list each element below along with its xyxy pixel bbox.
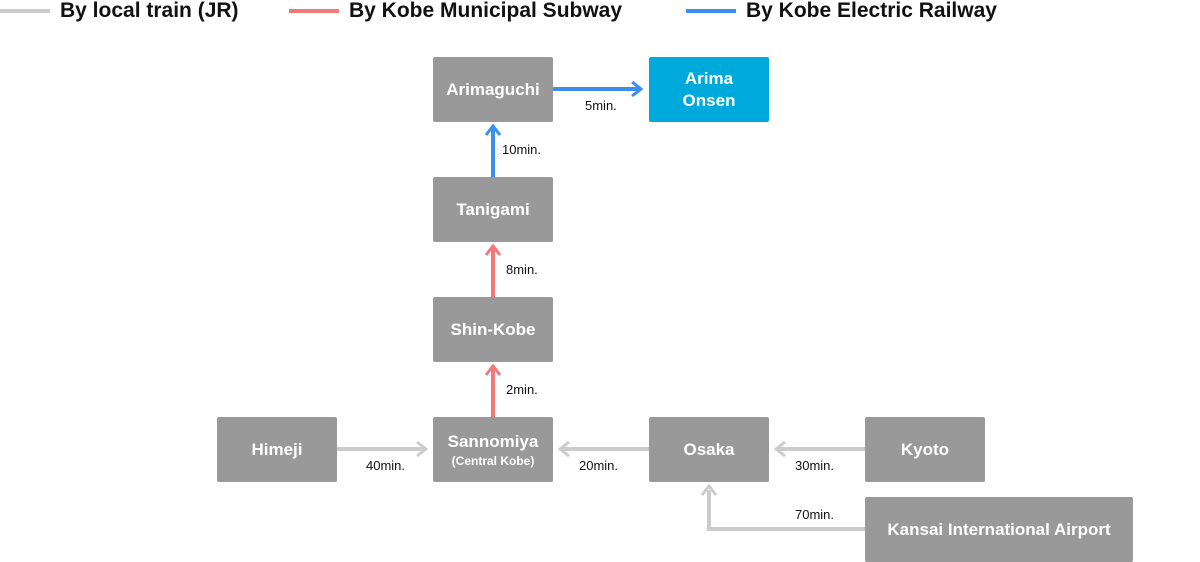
station-osaka: Osaka (649, 417, 769, 482)
arrowhead-osaka-east (773, 440, 786, 458)
station-arimaguchi: Arimaguchi (433, 57, 553, 122)
station-himeji-label: Himeji (251, 439, 303, 459)
time-airport-osaka: 70min. (795, 507, 835, 522)
station-sannomiya-label: Sannomiya (447, 431, 539, 451)
arrowhead-tanigami (484, 243, 502, 256)
legend-electric-label: By Kobe Electric Railway (746, 0, 997, 22)
station-sannomiya-sublabel: (Central Kobe) (451, 453, 535, 468)
arrowhead-sannomiya-east (557, 440, 570, 458)
station-arimaguchi-label: Arimaguchi (446, 79, 540, 99)
station-kansai-airport: Kansai International Airport (865, 497, 1133, 562)
time-osaka-sannomiya: 20min. (579, 458, 619, 473)
arrowhead-shinkobe (484, 363, 502, 376)
station-shin-kobe: Shin-Kobe (433, 297, 553, 362)
station-kyoto-label: Kyoto (900, 439, 950, 459)
time-arimaguchi-arima: 5min. (585, 98, 617, 113)
time-tanigami-arimaguchi: 10min. (502, 142, 542, 157)
legend-subway: By Kobe Municipal Subway (289, 0, 622, 22)
legend-jr-swatch (0, 9, 50, 13)
station-tanigami-label: Tanigami (456, 199, 530, 219)
legend-subway-swatch (289, 9, 339, 13)
station-kyoto: Kyoto (865, 417, 985, 482)
arrowhead-osaka-south (700, 483, 718, 496)
station-tanigami: Tanigami (433, 177, 553, 242)
station-sannomiya: Sannomiya (Central Kobe) (433, 417, 553, 482)
legend-subway-label: By Kobe Municipal Subway (349, 0, 623, 22)
legend-electric-swatch (686, 9, 736, 13)
time-kyoto-osaka: 30min. (795, 458, 835, 473)
station-himeji: Himeji (217, 417, 337, 482)
station-arima-onsen-line2: Onsen (682, 90, 736, 110)
connector-airport-osaka (707, 490, 865, 531)
legend-electric: By Kobe Electric Railway (686, 0, 997, 22)
arrowhead-arima (631, 80, 644, 98)
legend-jr: By local train (JR) (0, 0, 239, 22)
station-osaka-label: Osaka (683, 439, 735, 459)
time-sannomiya-shinkobe: 2min. (506, 382, 538, 397)
station-kansai-airport-label: Kansai International Airport (887, 519, 1111, 539)
arrowhead-arimaguchi (484, 123, 502, 136)
station-arima-onsen-line1: Arima (684, 68, 734, 88)
station-shin-kobe-label: Shin-Kobe (450, 319, 536, 339)
legend-jr-label: By local train (JR) (60, 0, 239, 22)
time-shinkobe-tanigami: 8min. (506, 262, 538, 277)
arrowhead-sannomiya-west (416, 440, 429, 458)
station-arima-onsen: Arima Onsen (649, 57, 769, 122)
time-himeji-sannomiya: 40min. (366, 458, 406, 473)
